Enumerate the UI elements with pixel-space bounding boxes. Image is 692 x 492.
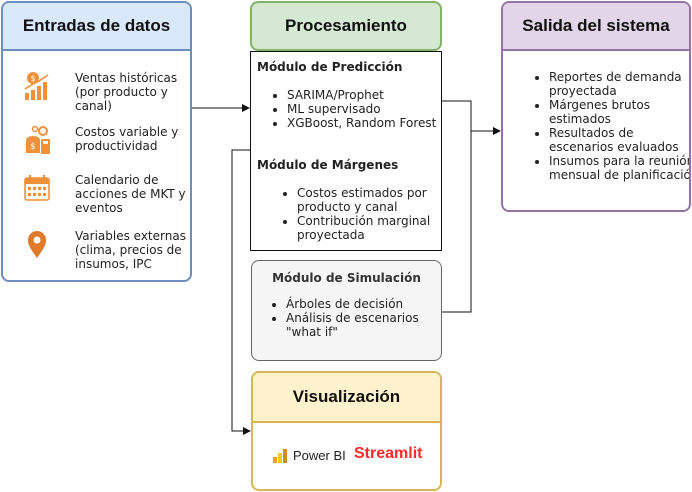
svg-text:$: $ (30, 142, 36, 152)
prediccion-list: SARIMA/Prophet ML supervisado XGBoost, R… (267, 88, 437, 130)
visualizacion-header: Visualización (253, 373, 440, 423)
simulacion-list: Árboles de decisión Análisis de escenari… (266, 297, 446, 339)
entradas-title: Entradas de datos (22, 16, 171, 35)
salida-title: Salida del sistema (522, 16, 670, 35)
visualizacion-title: Visualización (292, 387, 401, 406)
entrada-item-externas: Variables externas (clima, precios de in… (23, 229, 187, 271)
list-item: Contribución marginal proyectada (297, 214, 442, 242)
streamlit-label: Streamlit (354, 445, 423, 462)
entrada-item-ventas: $ Ventas históricas (por producto y cana… (23, 71, 187, 113)
calendar-icon (24, 175, 50, 201)
list-item: Reportes de demanda proyectada (549, 70, 689, 98)
procesamiento-header: Procesamiento (250, 1, 442, 51)
powerbi-logo: Power BI (273, 448, 346, 463)
entrada-item-calendario: Calendario de acciones de MKT y eventos (23, 173, 187, 215)
list-item: XGBoost, Random Forest (287, 116, 437, 130)
powerbi-icon (273, 448, 287, 463)
salida-header: Salida del sistema (503, 3, 689, 51)
simulacion-title: Módulo de Simulación (272, 271, 421, 285)
list-item: Árboles de decisión (286, 297, 446, 311)
location-pin-icon (28, 231, 46, 258)
salida-list: Reportes de demanda proyectada Márgenes … (529, 70, 689, 182)
list-item: Análisis de escenarios "what if" (286, 311, 446, 339)
list-item: Insumos para la reunión mensual de plani… (549, 154, 689, 182)
list-item: SARIMA/Prophet (287, 88, 437, 102)
entradas-panel: Entradas de datos $ Ventas históricas (p… (1, 1, 192, 282)
entrada-item-costos: $ Costos variable y productividad (23, 125, 187, 155)
margenes-title: Módulo de Márgenes (257, 158, 399, 172)
list-item: Resultados de escenarios evaluados (549, 126, 689, 154)
sales-chart-icon: $ (24, 72, 49, 100)
visualizacion-panel: Visualización Power BI Streamlit (251, 371, 442, 491)
entrada-text: Ventas históricas (por producto y canal) (75, 71, 178, 113)
arrow-to-visualizacion (231, 149, 251, 435)
simulacion-panel: Módulo de Simulación Árboles de decisión… (251, 260, 442, 361)
entrada-text: Variables externas (clima, precios de in… (75, 229, 186, 271)
list-item: ML supervisado (287, 102, 437, 116)
list-item: Costos estimados por producto y canal (297, 186, 442, 214)
powerbi-label: Power BI (293, 448, 346, 463)
money-gears-icon: $ (26, 125, 50, 154)
list-item: Márgenes brutos estimados (549, 98, 689, 126)
salida-panel: Salida del sistema Reportes de demanda p… (501, 1, 691, 212)
entrada-text: Calendario de acciones de MKT y eventos (75, 173, 186, 215)
entrada-text: Costos variable y productividad (75, 125, 179, 153)
procesamiento-panel: Módulo de Predicción SARIMA/Prophet ML s… (250, 51, 442, 251)
arrow-procesamiento-to-salida (442, 100, 500, 313)
procesamiento-title: Procesamiento (285, 16, 407, 35)
entradas-header: Entradas de datos (3, 3, 190, 51)
prediccion-title: Módulo de Predicción (257, 60, 403, 74)
svg-text:$: $ (30, 74, 35, 83)
margenes-list: Costos estimados por producto y canal Co… (277, 186, 442, 242)
